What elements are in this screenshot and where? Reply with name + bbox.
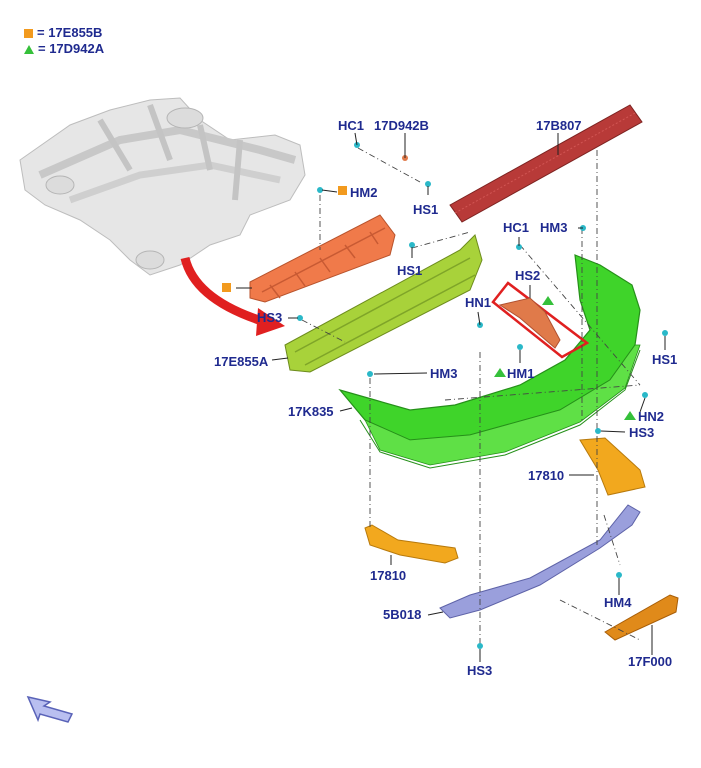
label-17810: 17810 <box>370 568 406 583</box>
alignment-lines <box>301 147 641 645</box>
label-hm4: HM4 <box>604 595 632 610</box>
label-hc1: HC1 <box>503 220 529 235</box>
legend-text: = 17E855B <box>37 25 103 40</box>
label-hm3: HM3 <box>430 366 457 381</box>
label-hn2: HN2 <box>638 409 664 424</box>
skid-plate-17f000 <box>604 594 679 641</box>
label-hm2: HM2 <box>350 185 377 200</box>
energy-absorber-17e855b <box>249 214 396 303</box>
bumper-cover-17k835 <box>338 254 641 469</box>
part-labels: HC1 17D942B 17B807 HM2 HS1 HS1 HC1 HM3 H… <box>214 118 677 678</box>
legend: = 17E855B = 17D942A <box>24 25 104 57</box>
label-5b018: 5B018 <box>383 607 421 622</box>
label-hs3: HS3 <box>467 663 492 678</box>
label-hs1: HS1 <box>652 352 677 367</box>
label-hm1: HM1 <box>507 366 534 381</box>
label-17810: 17810 <box>528 468 564 483</box>
green-triangle-marker <box>624 411 636 420</box>
back-arrow-icon[interactable] <box>26 695 74 723</box>
label-hs3: HS3 <box>629 425 654 440</box>
label-17e855a: 17E855A <box>214 354 269 369</box>
orange-square-marker <box>222 283 231 292</box>
green-triangle-marker <box>542 296 554 305</box>
label-hs1: HS1 <box>413 202 438 217</box>
reflector-17810-right <box>579 437 646 496</box>
label-hs1: HS1 <box>397 263 422 278</box>
label-17f000: 17F000 <box>628 654 672 669</box>
rear-subframe <box>19 97 306 276</box>
triangle-icon <box>24 44 34 54</box>
valance-5b018 <box>439 504 641 619</box>
label-hm3: HM3 <box>540 220 567 235</box>
label-hc1: HC1 <box>338 118 364 133</box>
legend-row-square: = 17E855B <box>24 25 104 41</box>
legend-text: = 17D942A <box>38 41 105 56</box>
step-pad-17b807 <box>449 104 643 223</box>
label-17d942b: 17D942B <box>374 118 429 133</box>
label-hs3: HS3 <box>257 310 282 325</box>
marker-symbols <box>222 186 636 420</box>
label-17b807: 17B807 <box>536 118 582 133</box>
label-hs2: HS2 <box>515 268 540 283</box>
green-triangle-marker <box>494 368 506 377</box>
leader-lines <box>236 132 666 662</box>
direction-arrow <box>180 256 285 336</box>
label-17k835: 17K835 <box>288 404 334 419</box>
reinforcement-17e855a <box>284 234 483 373</box>
square-icon <box>24 28 33 38</box>
reflector-17810-left <box>364 524 459 564</box>
highlighted-bracket <box>491 281 590 359</box>
label-hn1: HN1 <box>465 295 491 310</box>
fasteners <box>297 142 668 649</box>
orange-square-marker <box>338 186 347 195</box>
legend-row-triangle: = 17D942A <box>24 41 104 57</box>
